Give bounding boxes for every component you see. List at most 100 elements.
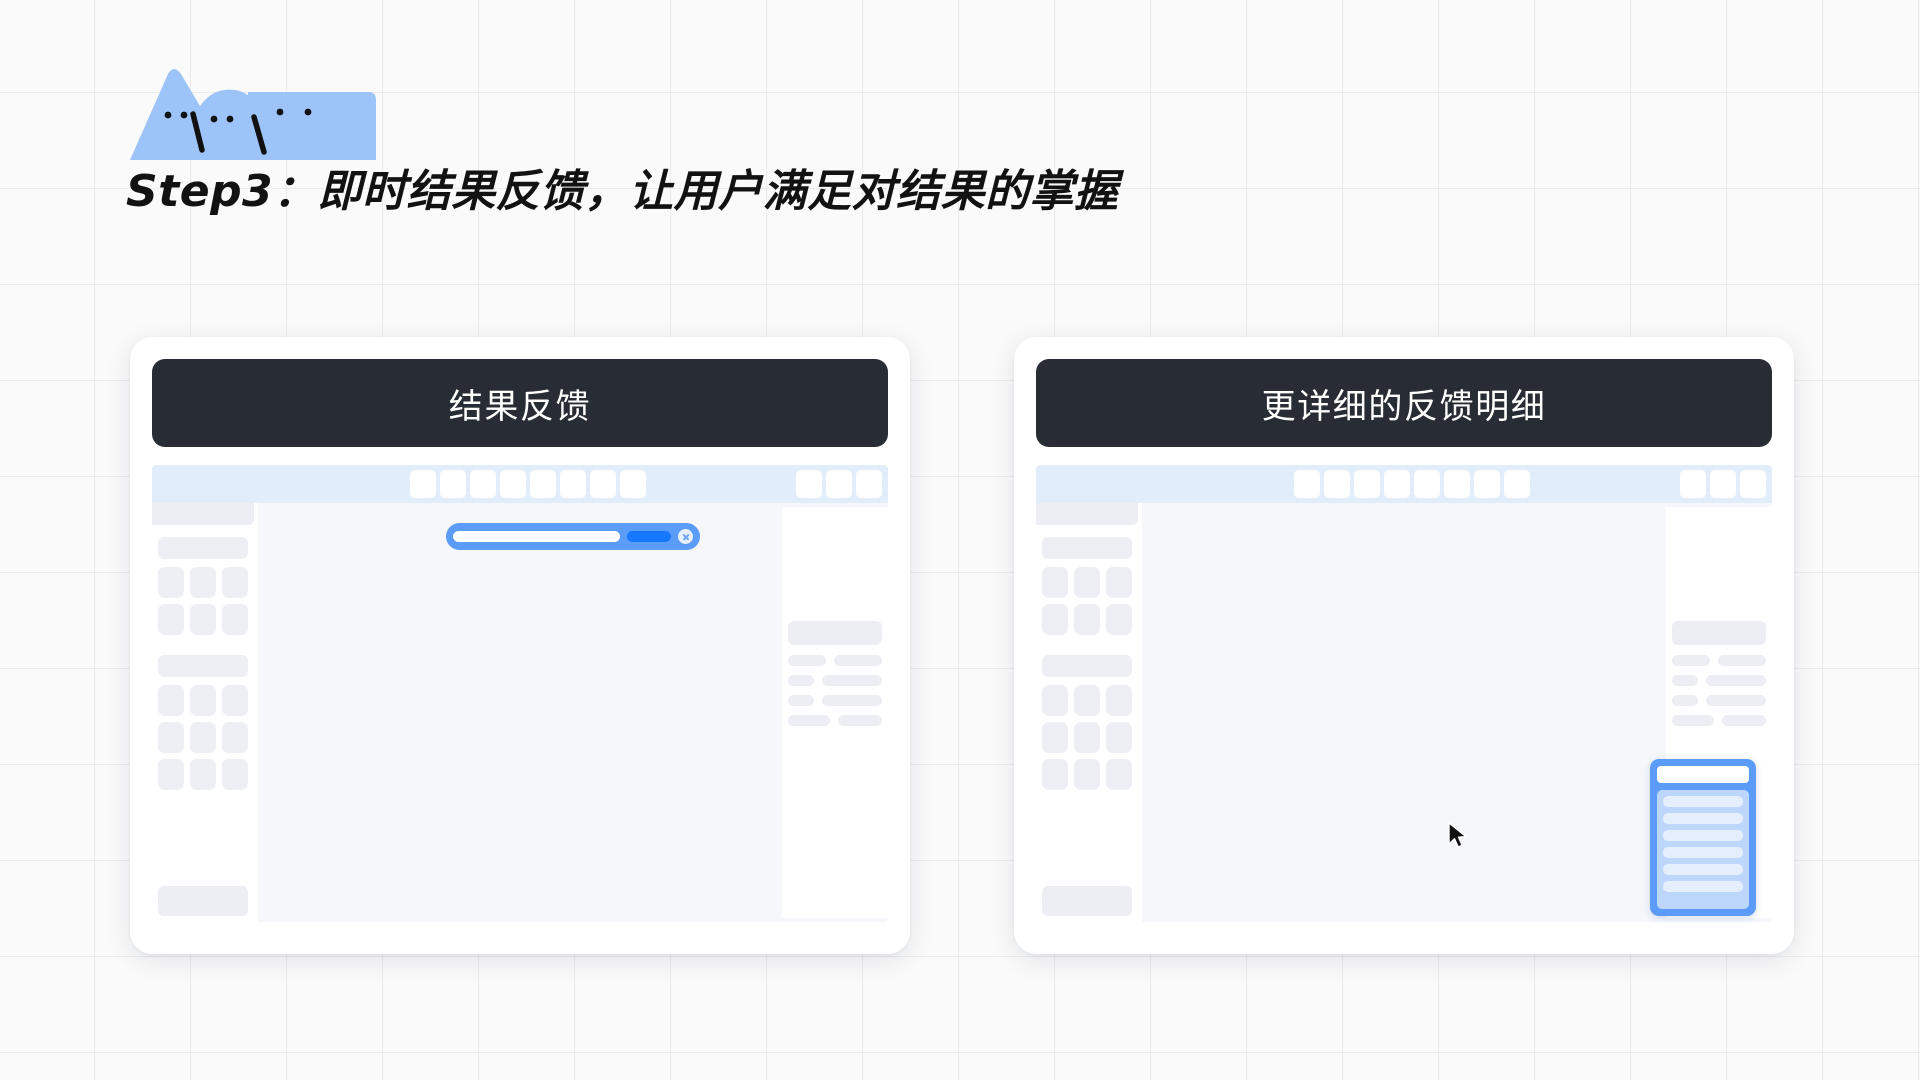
sidebar-cell[interactable] [158,604,184,635]
mock-tab[interactable] [1740,470,1766,498]
sidebar-cell[interactable] [190,759,216,790]
sidebar-cell[interactable] [190,567,216,598]
sidebar-cell[interactable] [1074,722,1100,753]
sidebar-cell[interactable] [1074,567,1100,598]
sidebar-cell[interactable] [222,722,248,753]
sidebar-cell[interactable] [1106,604,1132,635]
detail-popup-row[interactable] [1663,864,1743,875]
sidebar-grid [158,685,248,790]
mock-tab[interactable] [1710,470,1736,498]
inspector-value [838,715,882,726]
sidebar-cell[interactable] [222,685,248,716]
sidebar-group [1042,537,1132,635]
sidebar-grid [158,567,248,635]
inspector-key [1672,675,1698,686]
mock-tab[interactable] [1504,470,1530,498]
sidebar-group [1042,655,1132,790]
sidebar-cell[interactable] [190,604,216,635]
sidebar-cell[interactable] [1106,685,1132,716]
mock-tab[interactable] [1414,470,1440,498]
inspector-row [788,695,882,706]
inspector-header [1672,621,1766,645]
sidebar-cap [1036,503,1138,525]
sidebar-footer[interactable] [158,886,248,916]
mock-body [1036,503,1772,922]
sidebar-group-header [1042,537,1132,559]
sidebar-cell[interactable] [158,722,184,753]
mock-tab[interactable] [620,470,646,498]
inspector-row [1672,675,1766,686]
mock-tab[interactable] [590,470,616,498]
mock-tab[interactable] [1474,470,1500,498]
detail-popup[interactable] [1650,759,1756,916]
mock-tab[interactable] [796,470,822,498]
inspector-row [788,715,882,726]
sidebar-cell[interactable] [1042,685,1068,716]
sidebar-cell[interactable] [1042,759,1068,790]
detail-popup-row[interactable] [1663,881,1743,892]
mock-canvas [254,503,888,922]
mock-tab[interactable] [1444,470,1470,498]
sidebar-cell[interactable] [1074,685,1100,716]
inspector-key [1672,655,1710,666]
sidebar-cell[interactable] [1042,604,1068,635]
mock-tab[interactable] [560,470,586,498]
sidebar-cell[interactable] [222,604,248,635]
mock-sidebar [152,503,254,922]
inspector-row [1672,655,1766,666]
inspector-value [1706,675,1766,686]
detail-popup-row[interactable] [1663,830,1743,841]
mascot-doodle-icon [128,62,376,162]
progress-fill [627,531,671,542]
sidebar-cell[interactable] [158,685,184,716]
sidebar-cell[interactable] [158,567,184,598]
detail-popup-list [1657,790,1749,909]
sidebar-cell[interactable] [1074,604,1100,635]
sidebar-cell[interactable] [222,759,248,790]
sidebar-cell[interactable] [1106,722,1132,753]
sidebar-cell[interactable] [1106,759,1132,790]
sidebar-cell[interactable] [1106,567,1132,598]
inspector-key [788,715,830,726]
sidebar-group [158,537,248,635]
mock-tab[interactable] [1294,470,1320,498]
sidebar-cell[interactable] [158,759,184,790]
mock-body [152,503,888,922]
detail-popup-row[interactable] [1663,796,1743,807]
sidebar-cell[interactable] [1042,567,1068,598]
sidebar-cell[interactable] [222,567,248,598]
page-title: Step3：即时结果反馈，让用户满足对结果的掌握 [126,166,1119,217]
mock-sidebar [1036,503,1138,922]
mock-tab[interactable] [1324,470,1350,498]
mock-tab[interactable] [440,470,466,498]
sidebar-footer[interactable] [1042,886,1132,916]
sidebar-cell[interactable] [190,685,216,716]
sidebar-cell[interactable] [190,722,216,753]
inspector-rows [782,655,888,726]
sidebar-group [158,655,248,790]
inspector-key [788,655,826,666]
mock-tab[interactable] [1354,470,1380,498]
detail-popup-row[interactable] [1663,847,1743,858]
mock-tabgroup-left [1294,470,1530,498]
sidebar-cell[interactable] [1042,722,1068,753]
mock-tab[interactable] [500,470,526,498]
mock-tab[interactable] [856,470,882,498]
card-title-result-feedback: 结果反馈 [152,359,888,447]
progress-track [453,531,620,542]
close-icon[interactable] [678,529,693,544]
mock-topbar [1036,465,1772,503]
card-detailed-feedback: 更详细的反馈明细 [1014,337,1794,954]
mock-tab[interactable] [826,470,852,498]
mock-tab[interactable] [530,470,556,498]
inspector-key [1672,695,1698,706]
mock-tab[interactable] [1384,470,1410,498]
sidebar-cell[interactable] [1074,759,1100,790]
sidebar-cap [152,503,254,525]
mock-tab[interactable] [410,470,436,498]
inspector-value [834,655,882,666]
mock-tabgroup-right [796,470,882,498]
mock-tab[interactable] [470,470,496,498]
mock-tab[interactable] [1680,470,1706,498]
detail-popup-row[interactable] [1663,813,1743,824]
